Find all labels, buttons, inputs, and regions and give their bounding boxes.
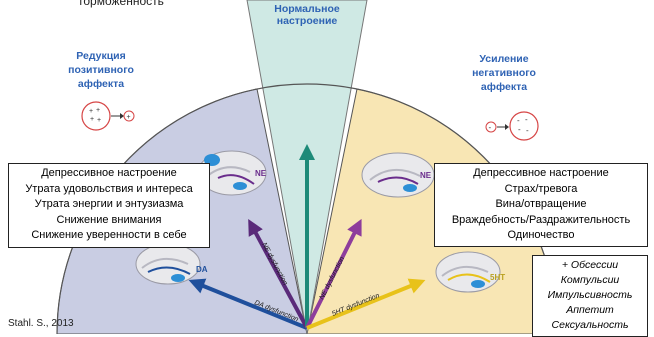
brain-label-5ht: 5HT (490, 273, 505, 282)
right-symptom: Страх/тревога (439, 182, 643, 198)
left-symptom: Утрата энергии и энтузиазма (13, 197, 205, 213)
extra-symptom: + Обсессии (537, 258, 643, 273)
normal-mood-line-2: настроение (274, 15, 340, 27)
right-symptom: Одиночество (439, 228, 643, 244)
extra-symptom: Компульсии (537, 273, 643, 288)
left-sector-title: Редукция позитивного аффекта (62, 49, 140, 91)
right-symptom: Вина/отвращение (439, 197, 643, 213)
right-sector-title: Усиление негативного аффекта (464, 52, 544, 94)
left-symptom: Депрессивное настроение (13, 166, 205, 182)
left-symptoms-box: Депрессивное настроение Утрата удовольст… (8, 163, 210, 248)
extra-symptom: Аппетит (537, 303, 643, 318)
left-title-line-1: Редукция (62, 49, 140, 63)
normal-mood-line-1: Нормальное (274, 3, 340, 15)
right-title-line-3: аффекта (464, 80, 544, 94)
left-symptom: Утрата удовольствия и интереса (13, 182, 205, 198)
brain-label-ne-left: NE (255, 169, 267, 178)
extra-symptom: Сексуальность (537, 318, 643, 333)
brain-label-da: DA (196, 265, 208, 274)
normal-mood-title: Нормальное настроение (274, 3, 340, 27)
svg-text:+: + (97, 117, 101, 124)
svg-text:-: - (517, 116, 520, 125)
right-symptoms-box: Депрессивное настроение Страх/тревога Ви… (434, 163, 648, 247)
positive-particles-icon: + + + + + (82, 102, 134, 130)
svg-text:-: - (525, 115, 528, 124)
citation: Stahl. S., 2013 (8, 318, 74, 330)
left-title-line-3: аффекта (62, 77, 140, 91)
svg-text:+: + (90, 116, 94, 123)
brain-da-icon (136, 244, 200, 284)
left-symptom: Снижение внимания (13, 213, 205, 229)
extra-symptom: Импульсивность (537, 288, 643, 303)
svg-text:+: + (127, 114, 131, 121)
svg-text:+: + (96, 107, 100, 114)
svg-text:+: + (89, 108, 93, 115)
svg-text:-: - (526, 126, 529, 135)
right-symptom: Враждебность/Раздражительность (439, 213, 643, 229)
left-symptom: Снижение уверенности в себе (13, 228, 205, 244)
brain-5ht-icon (436, 252, 500, 292)
brain-label-ne-right: NE (420, 171, 432, 180)
left-title-line-2: позитивного (62, 63, 140, 77)
extra-symptoms-box: + Обсессии Компульсии Импульсивность Апп… (532, 255, 648, 337)
right-title-line-2: негативного (464, 66, 544, 80)
right-title-line-1: Усиление (464, 52, 544, 66)
right-symptom: Депрессивное настроение (439, 166, 643, 182)
header-fragment: торможенность (78, 0, 164, 9)
negative-particles-icon: - - - - - (486, 112, 538, 140)
svg-text:-: - (518, 125, 521, 134)
svg-text:-: - (489, 123, 492, 132)
